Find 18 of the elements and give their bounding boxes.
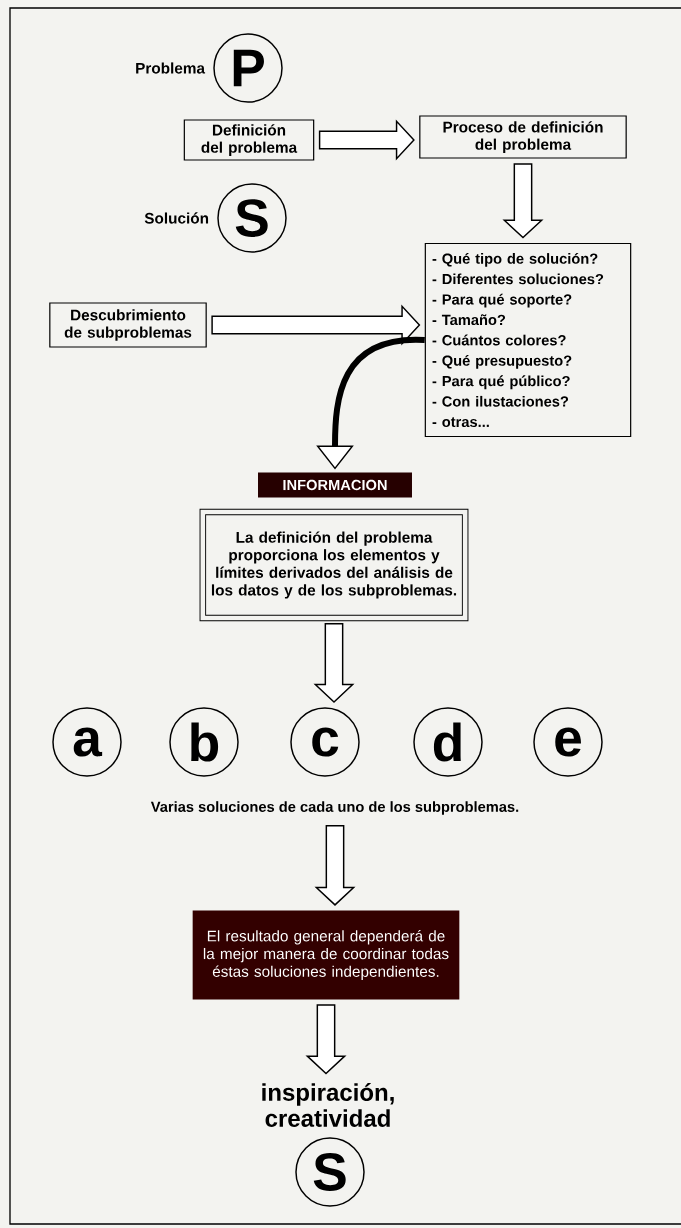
process-box: Definición del problema — [183, 119, 315, 161]
conclusion-text: inspiración, creatividad — [262, 1083, 394, 1127]
circle-label: Solución — [144, 212, 209, 224]
block-arrow — [313, 623, 355, 703]
block-arrow — [502, 163, 544, 239]
block-arrow — [314, 825, 356, 906]
process-box: Proceso de definición del problema — [419, 115, 627, 159]
process-box: Descubrimiento de subproblemas — [49, 302, 207, 348]
circle-label: Problema — [136, 62, 206, 74]
caption-text: Varias soluciones de cada uno de los subproblemas. — [150, 801, 519, 815]
block-arrow — [318, 119, 415, 161]
block-arrow — [211, 304, 421, 346]
definition-box: La definición del problema proporciona los elementos y límites derivados del análisis de los datos y de los subproblemas. — [199, 508, 469, 622]
block-arrow — [305, 1004, 347, 1075]
heading-bar: INFORMACION — [258, 472, 412, 498]
result-box: El resultado general dependerá de la mejor manera de coordinar todas éstas soluciones independientes. — [192, 910, 460, 1000]
question-list-box: - Qué tipo de solución? - Diferentes soluciones? - Para qué soporte? - Tamaño? - Cuántos colores? - Qué presupuesto? - Para qué público? - Con ilustaciones? - otras... — [424, 242, 632, 438]
block-arrow — [316, 337, 425, 470]
